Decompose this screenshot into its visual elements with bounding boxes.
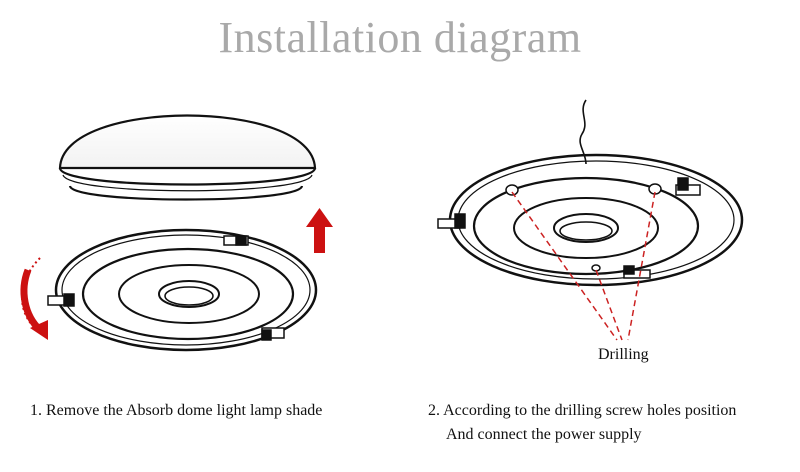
base-clips <box>47 235 285 341</box>
step-2-caption-line2: And connect the power supply <box>446 426 642 443</box>
mounting-base-plate <box>54 228 318 352</box>
drilling-guide-lines <box>511 191 656 341</box>
diagram-title: Installation diagram <box>218 13 582 62</box>
step-1-caption: 1. Remove the Absorb dome light lamp sha… <box>30 402 323 419</box>
ceiling-clips <box>437 177 701 279</box>
screw-holes <box>505 183 662 272</box>
drilling-label: Drilling <box>598 346 649 363</box>
lift-up-arrow-icon <box>306 208 333 253</box>
step-2-caption: 2. According to the drilling screw holes… <box>428 402 737 419</box>
rotate-arrow-icon <box>20 257 48 340</box>
dome-lamp-shade <box>58 114 317 201</box>
